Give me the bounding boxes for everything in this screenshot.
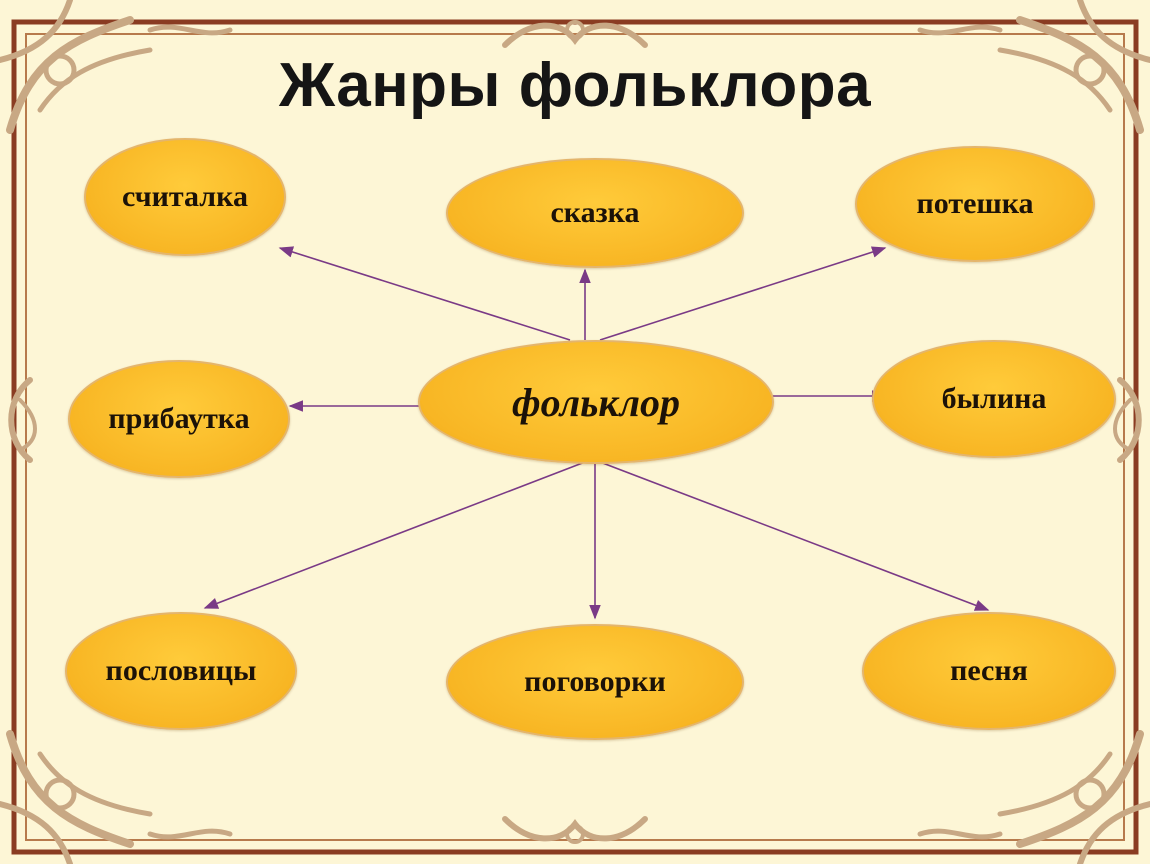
genre-label: прибаутка bbox=[108, 402, 250, 435]
arrow-to-genre-1 bbox=[278, 246, 571, 341]
genre-label: сказка bbox=[550, 196, 640, 229]
genre-node: былина bbox=[872, 340, 1116, 458]
genre-label: былина bbox=[941, 382, 1047, 415]
arrow-to-genre-8 bbox=[599, 461, 990, 611]
corner-ornament-bottom-right bbox=[917, 730, 1150, 864]
genre-label: поговорки bbox=[524, 665, 666, 698]
corner-ornament-top-left bbox=[0, 0, 233, 134]
center-label: фольклор bbox=[511, 379, 681, 425]
arrow-to-genre-3 bbox=[599, 246, 887, 341]
genre-label: потешка bbox=[916, 187, 1034, 220]
genre-label: считалка bbox=[122, 180, 248, 213]
genre-node: сказка bbox=[446, 158, 744, 268]
edge-ornament-right bbox=[1113, 377, 1142, 463]
genre-node: поговорки bbox=[446, 624, 744, 740]
edge-ornament-top bbox=[502, 20, 648, 48]
genre-label: пословицы bbox=[105, 654, 257, 687]
genre-label: песня bbox=[950, 654, 1028, 687]
genre-node: прибаутка bbox=[68, 360, 290, 478]
corner-ornament-top-right bbox=[917, 0, 1150, 134]
arrow-to-genre-6 bbox=[203, 461, 586, 609]
page-title: Жанры фольклора bbox=[278, 51, 872, 120]
corner-ornament-bottom-left bbox=[0, 730, 233, 864]
edge-ornament-bottom bbox=[502, 816, 648, 844]
genre-node: считалка bbox=[84, 138, 286, 256]
genre-node: пословицы bbox=[65, 612, 297, 730]
center-node: фольклор bbox=[418, 340, 774, 464]
genre-node: потешка bbox=[855, 146, 1095, 262]
edge-ornament-left bbox=[8, 377, 37, 463]
genre-node: песня bbox=[862, 612, 1116, 730]
